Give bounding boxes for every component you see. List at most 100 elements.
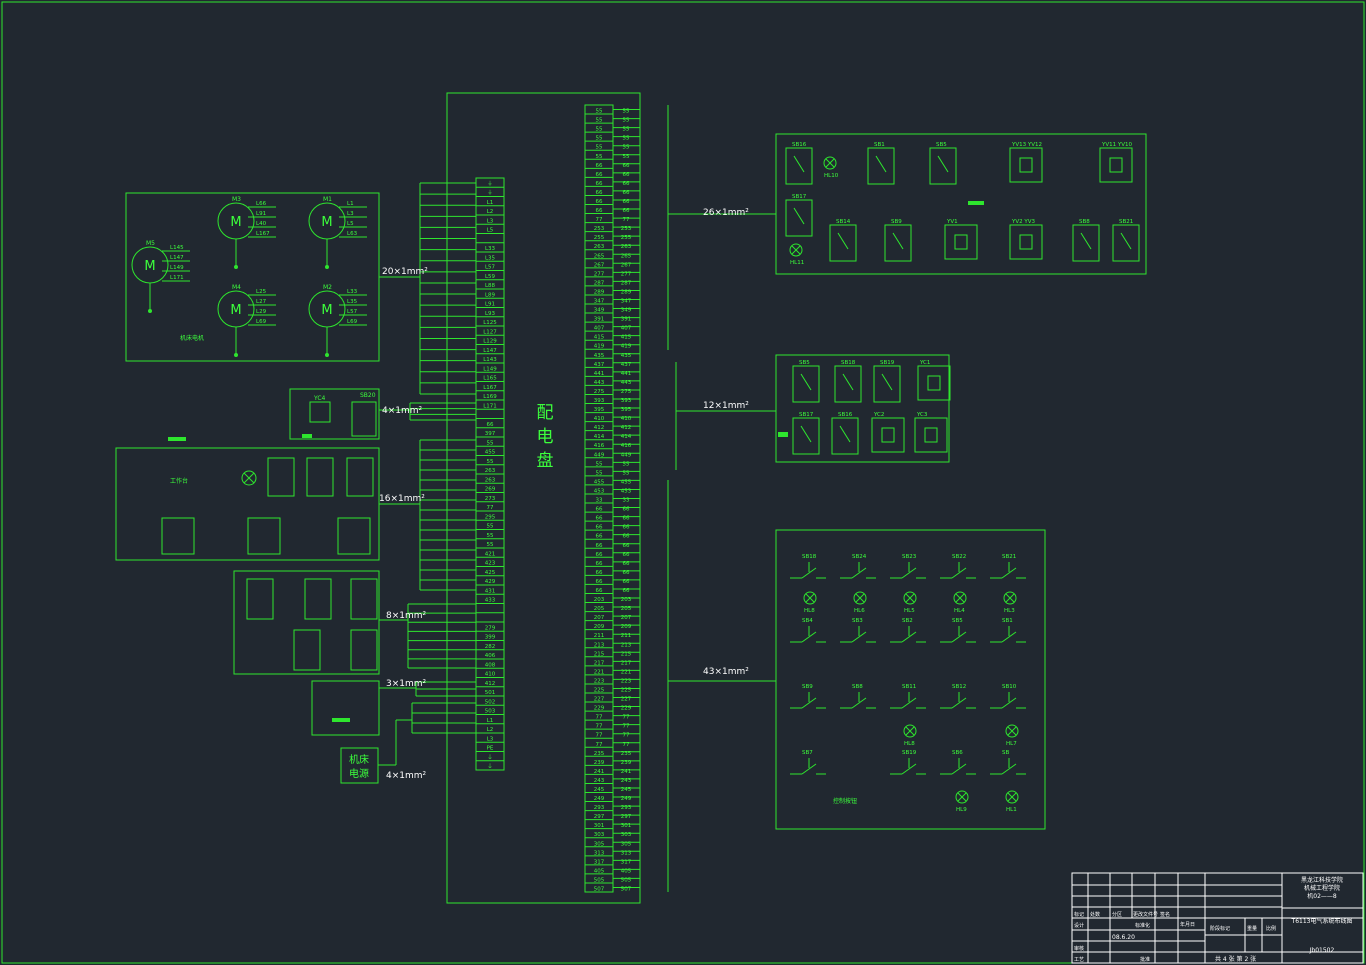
- right-terminal-out-label: 239: [621, 760, 632, 766]
- switch-label: SB9: [891, 219, 902, 225]
- right-terminal-label: 395: [594, 407, 605, 413]
- design-date: 08.6.20: [1112, 934, 1135, 941]
- push-button-contact: [951, 631, 967, 643]
- cable-8: 8×1mm²: [386, 611, 427, 621]
- sb7-switch: [346, 457, 374, 497]
- motor-lead-label: L147: [170, 255, 184, 261]
- right-terminal-label: 77: [596, 733, 603, 739]
- left-terminal-label: L88: [485, 283, 496, 289]
- push-button-contact: [1001, 631, 1017, 643]
- left-terminal-label: L3: [487, 736, 494, 742]
- sb14-switch: [246, 578, 274, 620]
- right-terminal-out-label: 66: [623, 172, 630, 178]
- right-terminal-out-label: 66: [623, 199, 630, 205]
- left-terminal-label: L143: [483, 357, 497, 363]
- bottom-right-box: [775, 529, 1046, 830]
- left-terminal-label: 263: [485, 477, 496, 483]
- left-terminal-label: 502: [485, 699, 496, 705]
- right-terminal-label: 221: [594, 669, 605, 675]
- switch-icon: [829, 224, 857, 262]
- right-terminal-label: 209: [594, 624, 605, 630]
- left-terminal-label: L93: [485, 311, 496, 317]
- push-button-label: SB11: [902, 684, 916, 690]
- valve-icon: [914, 417, 948, 453]
- switch-label: SB18: [841, 360, 856, 366]
- switch-label: SB16: [838, 412, 853, 418]
- right-terminal-label: 293: [594, 805, 605, 811]
- switch-label: SB14: [836, 219, 851, 225]
- right-terminal-label: 217: [594, 660, 605, 666]
- left-terminal-label: 66: [487, 422, 494, 428]
- switch-icon: [873, 365, 901, 403]
- tb-row-standard: 标准化: [1135, 922, 1150, 929]
- motor-lead-label: L149: [170, 265, 184, 271]
- lamp-label: HL3: [1004, 608, 1015, 614]
- right-terminal-label: 55: [596, 145, 603, 151]
- left-terminal-label: 433: [485, 598, 496, 604]
- push-button-label: SB4: [802, 618, 813, 624]
- left-terminal-label: 425: [485, 570, 496, 576]
- left-terminal-label: 397: [485, 431, 496, 437]
- push-button-label: SB22: [952, 554, 966, 560]
- lamp-cross: [1007, 792, 1017, 802]
- sheet-info: 共 4 张 第 2 张: [1215, 955, 1256, 963]
- left-terminal-label: 421: [485, 551, 496, 557]
- left-terminal-label: 55: [487, 524, 494, 530]
- right-terminal-out-label: 66: [623, 525, 630, 531]
- lamp-cross: [805, 593, 815, 603]
- left-terminal-label: L165: [483, 376, 497, 382]
- lamp-icon: [903, 724, 917, 738]
- push-button-label: SB19: [902, 750, 917, 756]
- switch-icon: [1072, 224, 1100, 262]
- lamp-label: HL11: [790, 260, 804, 266]
- lamp-icon: [1003, 591, 1017, 605]
- right-terminal-out-label: 66: [623, 579, 630, 585]
- push-button-label: SB: [1002, 750, 1009, 756]
- push-button-contact: [951, 567, 967, 579]
- sb13-switch: [350, 578, 378, 620]
- right-terminal-label: 55: [596, 461, 603, 467]
- right-terminal-out-label: 253: [621, 226, 632, 232]
- left-terminal-label: 55: [487, 440, 494, 446]
- right-terminal-out-label: 317: [621, 859, 632, 865]
- right-terminal-out-label: 407: [621, 326, 632, 332]
- motor-symbol: M: [321, 215, 332, 230]
- yv7-valve: [161, 517, 195, 555]
- title-block: [1071, 872, 1364, 964]
- lamp-label: HL6: [854, 608, 865, 614]
- right-terminal-out-label: 66: [623, 507, 630, 513]
- lamp-icon: [903, 591, 917, 605]
- lamp-cross: [1005, 593, 1015, 603]
- left-terminal-label: 279: [485, 625, 496, 631]
- panel-title-1: 配: [537, 403, 554, 423]
- right-terminal-label: 66: [596, 507, 603, 513]
- right-terminal-label: 207: [594, 615, 605, 621]
- right-terminal-label: 297: [594, 814, 605, 820]
- valve-label: YV1: [946, 219, 958, 225]
- left-terminal-label: ⏚: [487, 754, 493, 761]
- tb-row-process: 工艺: [1074, 957, 1084, 963]
- right-terminal-label: 66: [596, 181, 603, 187]
- right-terminal-out-label: 435: [621, 353, 632, 359]
- push-button-contact: [851, 697, 867, 709]
- left-terminal-label: L2: [487, 727, 494, 733]
- lamp-label: HL5: [904, 608, 915, 614]
- right-terminal-label: 412: [594, 425, 605, 431]
- motor-symbol: M: [144, 259, 155, 274]
- push-button-contact: [901, 631, 917, 643]
- tb-header-2: 分区: [1112, 911, 1122, 918]
- el3-lamp-icon: [241, 470, 257, 486]
- switch-contact: [1120, 232, 1132, 250]
- switch-icon: [792, 417, 820, 455]
- motor-lead-label: L145: [170, 245, 184, 251]
- lamp-label: HL1: [1006, 807, 1017, 813]
- push-button-contact: [801, 631, 817, 643]
- yv5-valve: [337, 517, 371, 555]
- tb-row-check: 审核: [1074, 945, 1084, 952]
- right-terminal-label: 507: [594, 887, 605, 893]
- tb-header-0: 标记: [1074, 911, 1084, 918]
- right-terminal-out-label: 297: [621, 814, 632, 820]
